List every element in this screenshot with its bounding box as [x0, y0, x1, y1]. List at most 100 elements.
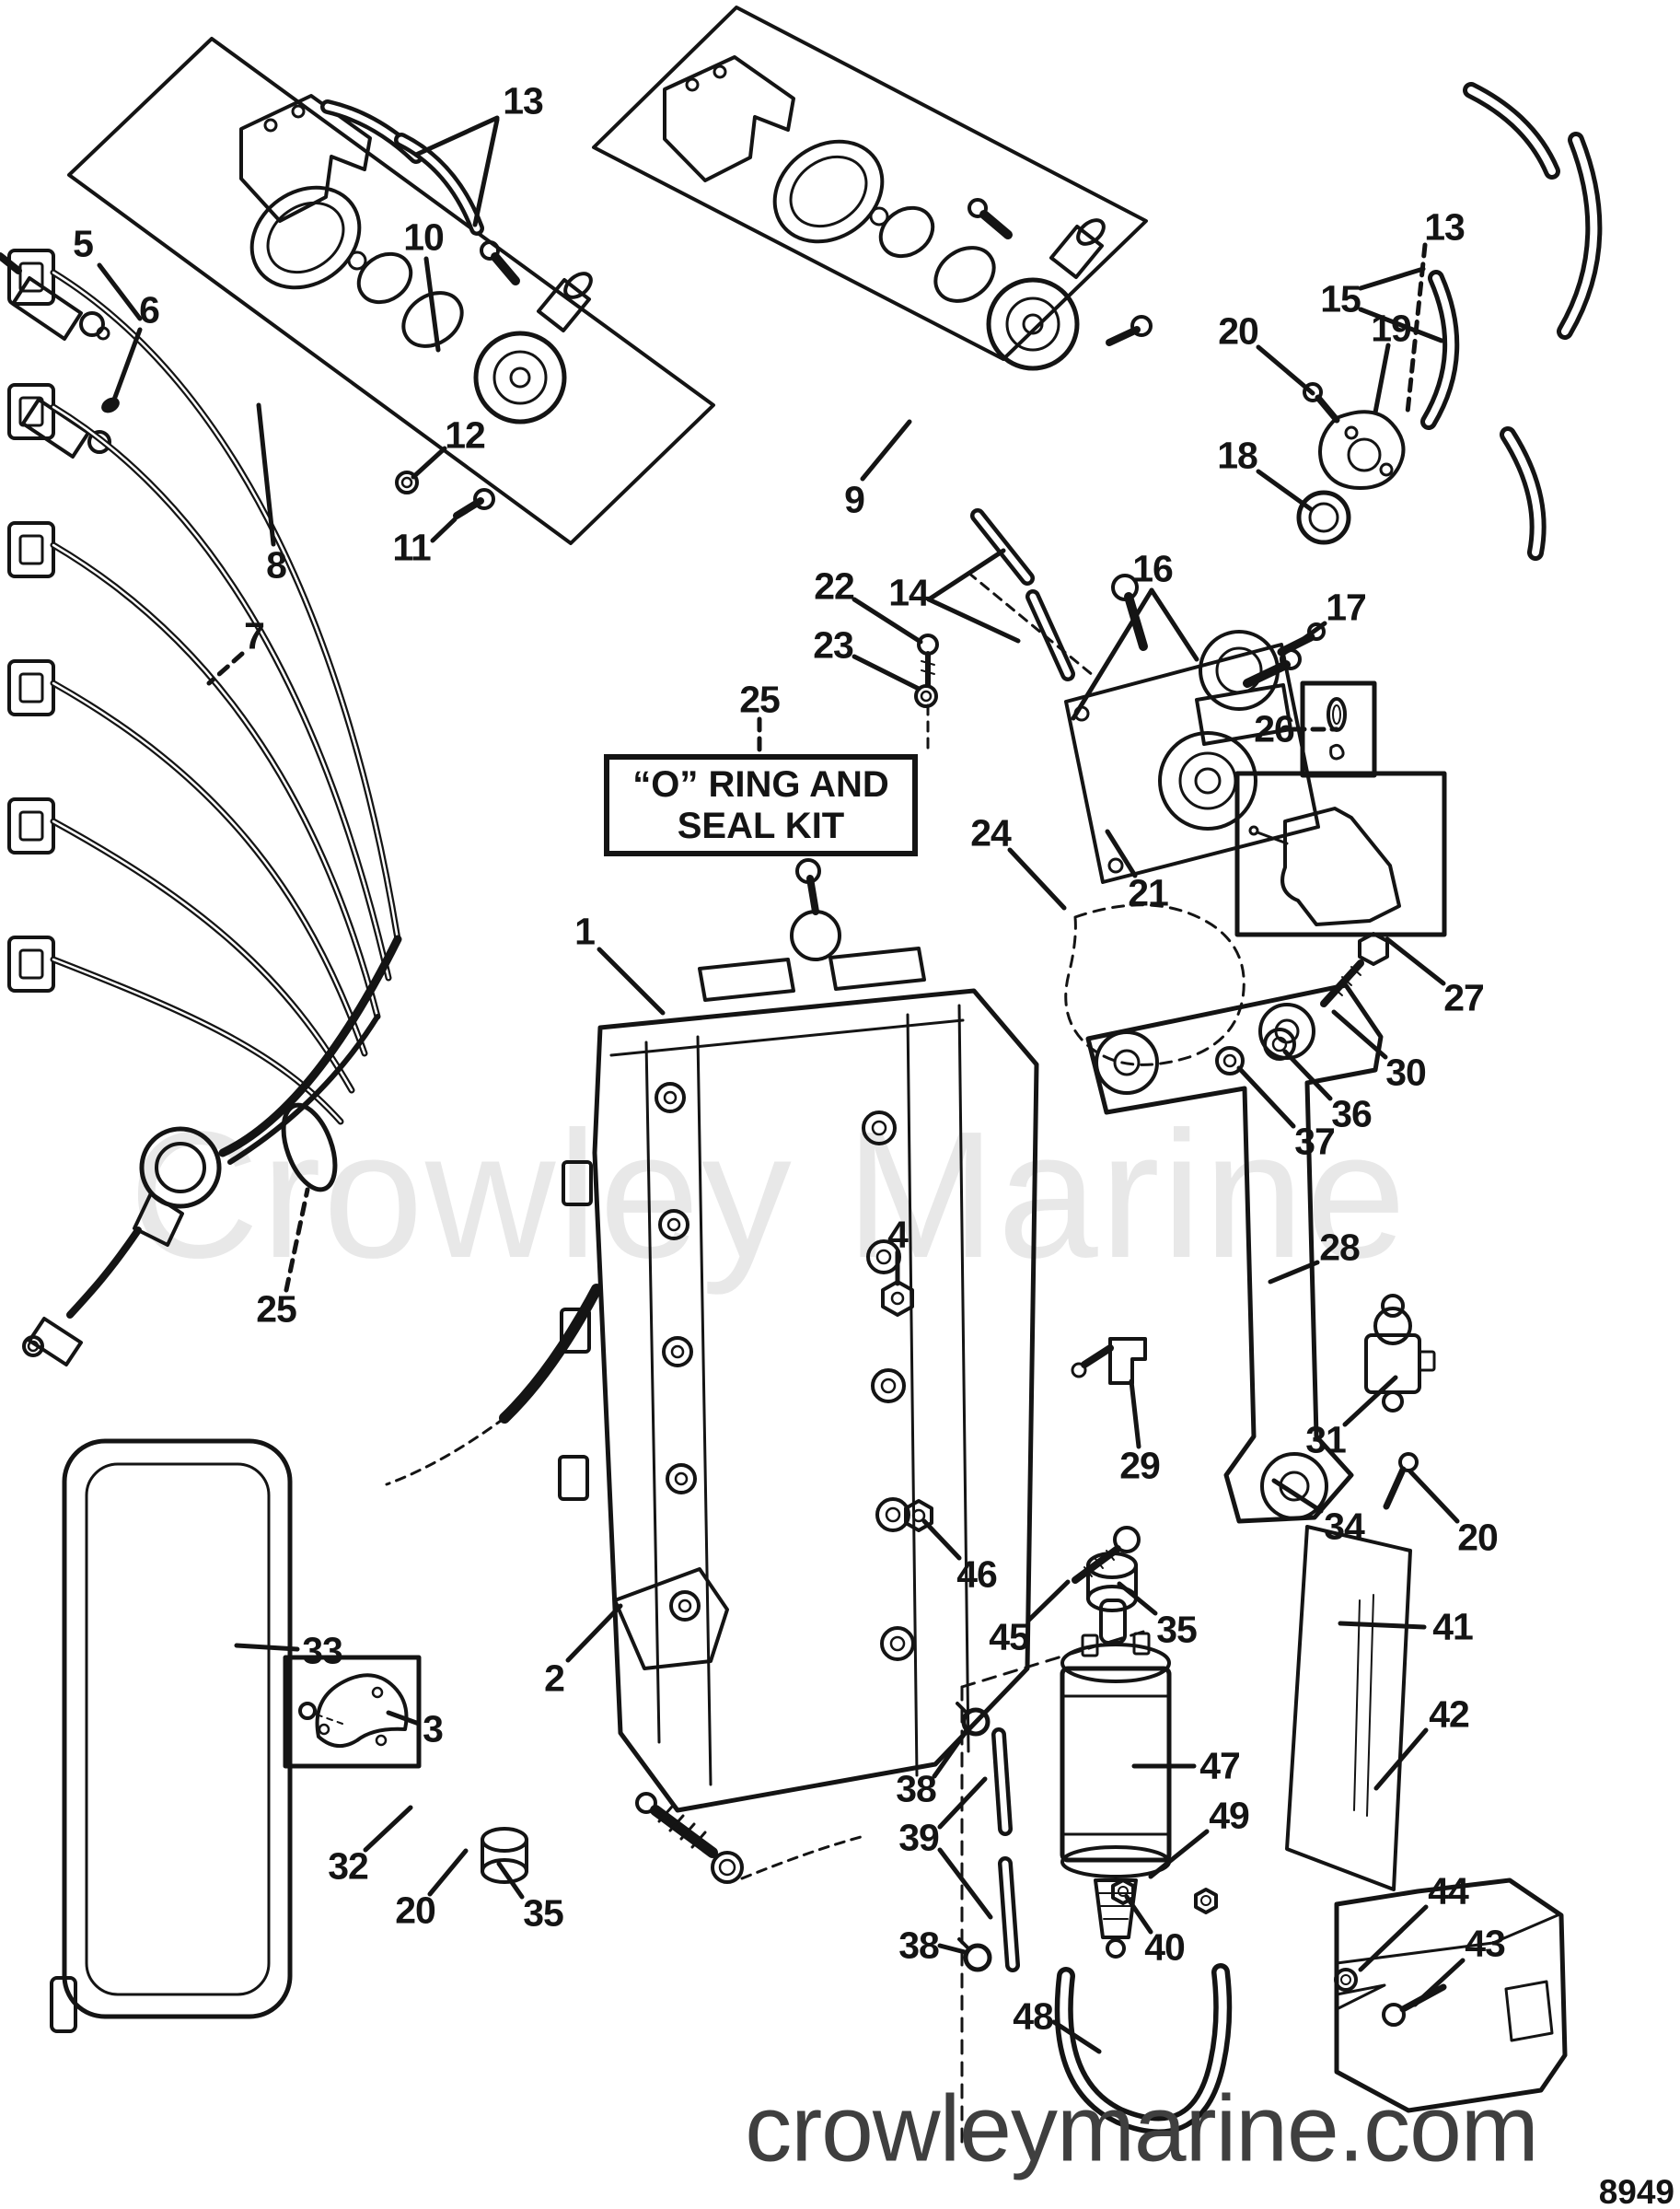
oring-26 [1332, 704, 1341, 725]
hose-14 [974, 512, 1031, 582]
harness-connector-pin [18, 672, 44, 703]
leader-line [97, 262, 143, 321]
harness-connector [7, 797, 55, 855]
pump21-dome [1194, 767, 1222, 795]
callout-1: 1 [574, 910, 596, 953]
block-boss [658, 1209, 689, 1240]
gasket-33 [62, 1438, 293, 2019]
callout-15: 15 [1320, 277, 1361, 320]
harness-connector [7, 249, 55, 306]
bracket-right-hole [713, 64, 727, 79]
pump21-dome [1178, 751, 1237, 810]
block-boss [666, 1217, 681, 1232]
cover-42-edge [1335, 1913, 1559, 1965]
callout-4: 4 [887, 1213, 909, 1256]
clamp-38 [961, 1707, 991, 1737]
cover-42-notch [1335, 1983, 1386, 2011]
oring-left-b [401, 291, 464, 348]
pump-left-body [473, 331, 567, 424]
leader-line [1007, 847, 1067, 911]
injector-5 [11, 276, 83, 341]
bracket-left-hole [263, 118, 278, 133]
hose-13a [398, 136, 481, 232]
hose-14 [1029, 593, 1072, 678]
block-top-tab [698, 958, 795, 1002]
leader-line [1051, 2019, 1102, 2054]
leader-line [1071, 587, 1154, 721]
harness-connector [7, 521, 55, 578]
nut-46 [904, 1499, 933, 1532]
nut-46 [911, 1508, 926, 1523]
insert-box-3 [283, 1655, 422, 1769]
injector-5-tip [79, 311, 105, 337]
washer-44 [1340, 1974, 1351, 1985]
pump-left-stem [537, 278, 591, 332]
callout-2: 2 [544, 1657, 565, 1700]
bracket-right-hole [685, 77, 700, 92]
callout-34: 34 [1324, 1505, 1365, 1548]
clip-26 [1329, 743, 1345, 761]
flange-19 [1318, 410, 1406, 490]
washer-37 [1215, 1046, 1245, 1075]
block-boss [674, 1471, 689, 1486]
callout-20: 20 [395, 1889, 436, 1932]
leader-line [1358, 266, 1426, 291]
leader-line [1385, 936, 1446, 986]
leader-line [937, 1943, 967, 1955]
harness-connector-pin [18, 534, 44, 565]
pump-right-cap [1076, 218, 1106, 246]
cover-plate-3 [315, 1673, 409, 1748]
callout-44: 44 [1428, 1869, 1469, 1913]
washer-44 [1334, 1968, 1358, 1992]
screw-20-head [1303, 382, 1323, 402]
diaphragm-left [249, 185, 362, 290]
panel-41-line [1353, 1599, 1361, 1811]
callout-30: 30 [1385, 1051, 1427, 1094]
callout-42: 42 [1429, 1692, 1470, 1736]
leader-line [111, 327, 143, 402]
foot-2 [613, 1567, 729, 1670]
bushing-35 [481, 1858, 528, 1884]
screw-20 [1315, 394, 1340, 424]
bolt-45-head [1113, 1526, 1141, 1553]
kit-label-line2: SEAL KIT [677, 805, 845, 846]
callout-35: 35 [523, 1891, 564, 1935]
cover-plate-3-hole [371, 1686, 384, 1699]
fitting-17-end [1307, 622, 1326, 641]
pump-right-bolt-head [1130, 315, 1153, 337]
hose-15 [1504, 431, 1542, 556]
block-boss [678, 1599, 692, 1613]
harness-cable [50, 680, 368, 1057]
harness-connector-pin [18, 396, 44, 427]
pump-left-nipple [491, 252, 520, 285]
callout-29: 29 [1119, 1444, 1161, 1487]
leader-line [430, 517, 458, 543]
diagram-code: 8949 [1598, 2173, 1674, 2209]
pump-47-top [1060, 1643, 1171, 1683]
pump-right-hose-end [967, 198, 988, 218]
oring-26 [1327, 697, 1347, 732]
plug-2-tip [635, 1792, 657, 1814]
carb-top-stem [806, 875, 819, 915]
insert-box-27 [1234, 771, 1447, 937]
block-tab [562, 1160, 593, 1206]
pump21-plate [1064, 643, 1320, 884]
cover-42-slot [1504, 1980, 1554, 2042]
coil-stub [133, 1192, 184, 1247]
callout-10: 10 [403, 215, 445, 259]
guide-dashed [967, 571, 1095, 678]
site-text: crowleymarine.com [745, 2075, 1539, 2181]
roller-34 [1260, 1452, 1328, 1520]
oring-left [356, 251, 413, 305]
strainer-49 [1094, 1878, 1138, 1939]
leader-line [1129, 1378, 1141, 1449]
oring-right [878, 205, 935, 259]
callout-21: 21 [1128, 871, 1169, 914]
leader-line [256, 402, 276, 547]
pump-left-cap [563, 272, 593, 299]
engine-block-line [696, 1035, 713, 1786]
callout-26: 26 [1254, 707, 1295, 750]
leader-line [1268, 1260, 1320, 1285]
